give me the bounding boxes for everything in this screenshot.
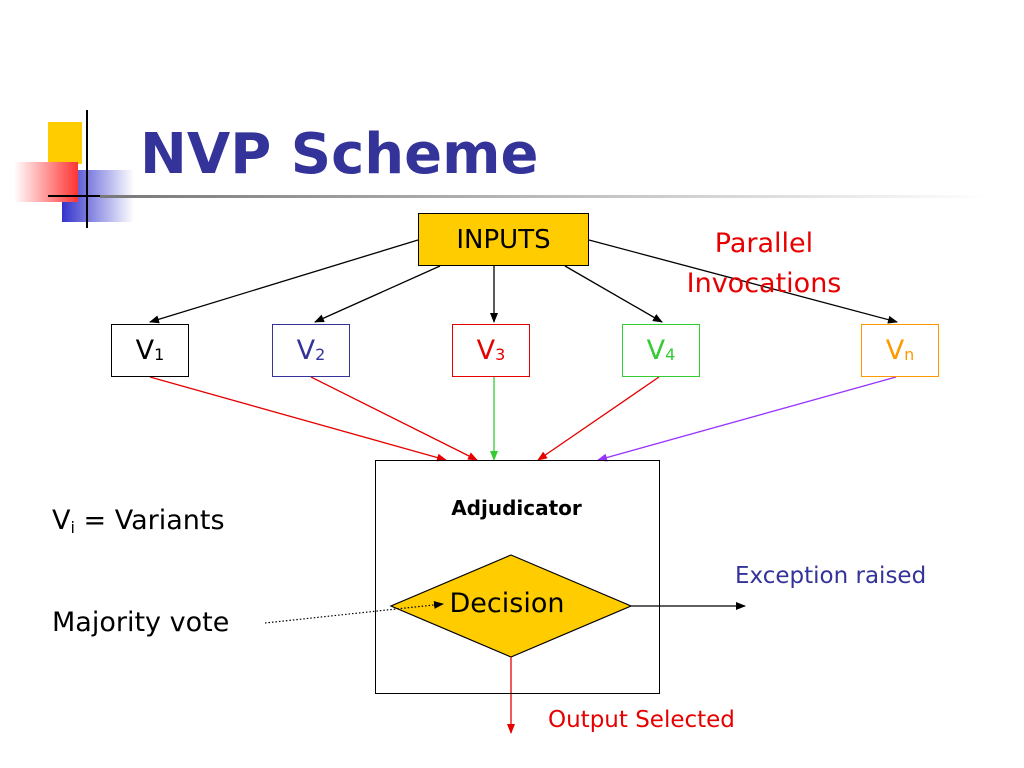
variants-legend-text: = Variants: [74, 505, 225, 536]
arrow-v4-adjudicator: [537, 376, 660, 461]
variant-3-base: V: [476, 335, 496, 366]
inputs-label: INPUTS: [456, 224, 551, 255]
arrow-v2-adjudicator: [310, 376, 478, 461]
arrow-inputs-v2: [314, 265, 441, 323]
variant-4-base: V: [646, 335, 666, 366]
variant-n-base: V: [885, 335, 905, 366]
parallel-invocations-label: Parallel Invocations: [686, 228, 842, 299]
variant-n-sub: n: [904, 345, 915, 364]
output-selected-label: Output Selected: [548, 707, 735, 733]
variant-1-sub: 1: [154, 345, 165, 364]
variant-3-sub: 3: [495, 345, 506, 364]
arrow-vn-adjudicator: [597, 376, 897, 462]
adjudicator-label: Adjudicator: [451, 496, 582, 520]
variant-2-sub: 2: [315, 345, 326, 364]
variants-legend: Vi = Variants: [52, 505, 225, 537]
variant-1-base: V: [135, 335, 155, 366]
exception-raised-label: Exception raised: [735, 563, 927, 589]
inputs-box: INPUTS: [418, 213, 589, 266]
arrow-inputs-v4: [564, 265, 663, 323]
decision-label: Decision: [449, 588, 565, 619]
logo-yellow-square: [48, 122, 82, 164]
variants-legend-base: V: [52, 505, 71, 536]
variant-4-sub: 4: [665, 345, 676, 364]
arrow-v1-adjudicator: [149, 376, 447, 462]
variant-2-base: V: [296, 335, 316, 366]
slide-title: NVP Scheme: [140, 122, 539, 187]
adjudicator-box: [375, 460, 660, 694]
variants-legend-sub: i: [70, 518, 75, 537]
arrow-inputs-vn: [588, 239, 898, 324]
majority-vote-label: Majority vote: [52, 607, 230, 638]
arrow-inputs-v1: [149, 239, 419, 324]
